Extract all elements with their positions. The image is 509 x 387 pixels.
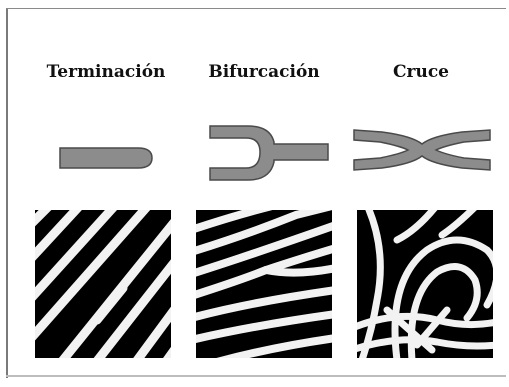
title-cruce: Cruce (382, 62, 460, 86)
fingerprint-ridge-ending-image (35, 210, 171, 358)
title-terminacion: Terminación (40, 62, 172, 86)
ridge-crossing-icon (352, 128, 492, 172)
fingerprint-ridge-crossing-image (357, 210, 493, 358)
figure-frame-left (6, 8, 8, 378)
ridge-ending-icon (58, 143, 154, 173)
ridge-bifurcation-icon (208, 124, 332, 182)
title-bifurcacion: Bifurcación (200, 62, 328, 86)
figure-frame-bottom (6, 375, 506, 377)
figure-frame-top (6, 8, 506, 9)
fingerprint-ridge-bifurcation-image (196, 210, 332, 358)
